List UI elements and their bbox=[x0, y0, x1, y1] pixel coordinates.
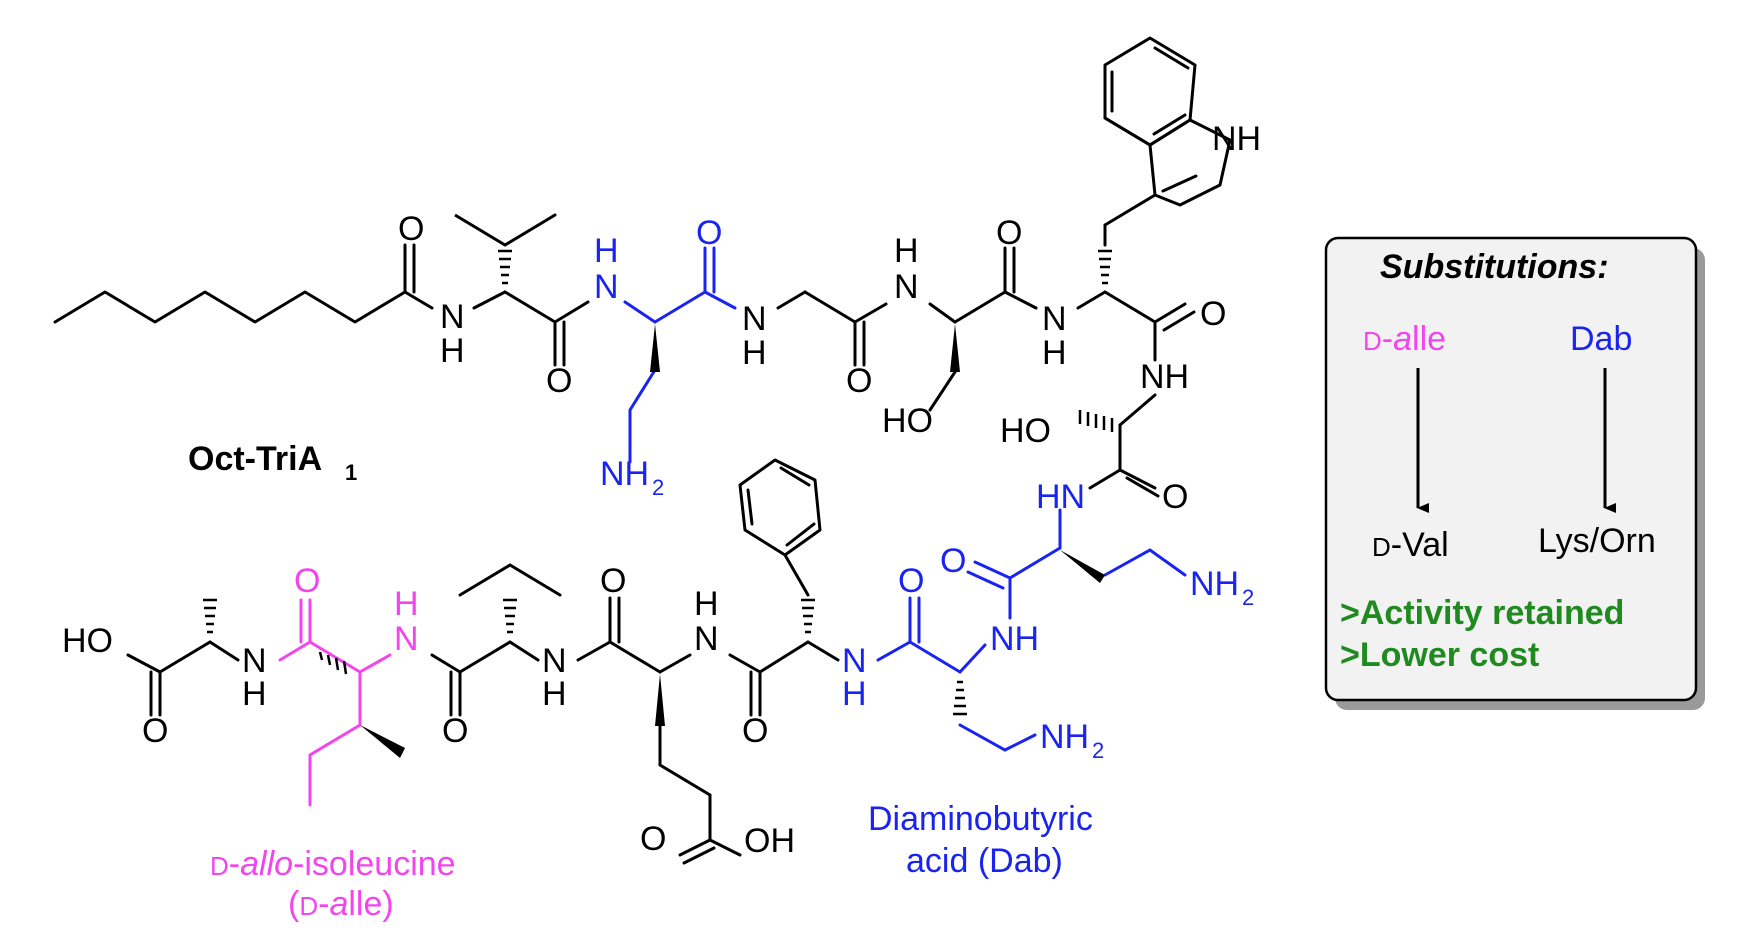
atom-o: O bbox=[442, 712, 468, 750]
atom-nh2-dab: NH bbox=[1190, 565, 1239, 603]
atom-o-dab: O bbox=[696, 214, 722, 252]
dab-wedge-top bbox=[650, 324, 660, 372]
atom-n: N bbox=[440, 298, 465, 336]
atom-nh2-sub: 2 bbox=[652, 475, 664, 500]
atom-ho: HO bbox=[882, 402, 933, 440]
atom-o: O bbox=[142, 712, 168, 750]
val-hash-wedge-bottom bbox=[503, 598, 517, 634]
atom-o: O bbox=[640, 820, 666, 858]
atom-h: H bbox=[894, 232, 919, 270]
atom-nh-indole: NH bbox=[1212, 120, 1261, 158]
panel-result-activity: >Activity retained bbox=[1340, 594, 1624, 632]
atom-o: O bbox=[742, 712, 768, 750]
atom-labels: O N H O H N O N H O H N O N H HO O NH NH… bbox=[62, 120, 1261, 860]
compound-name-text: Oct-TriA bbox=[188, 440, 322, 478]
atom-o: O bbox=[1200, 295, 1226, 333]
atom-o: O bbox=[846, 362, 872, 400]
glu-wedge bbox=[655, 674, 665, 726]
atom-h: H bbox=[242, 675, 267, 713]
panel-left-to: D-Val bbox=[1372, 526, 1449, 564]
dab-residue-bottom bbox=[876, 596, 1037, 752]
dab-ring-wedge bbox=[1060, 550, 1105, 583]
substitutions-panel: Substitutions: D-alle Dab D-Val Lys/Orn … bbox=[1324, 236, 1705, 710]
atom-o: O bbox=[996, 214, 1022, 252]
dalle-wedge bbox=[360, 725, 405, 758]
ala-residue bbox=[126, 640, 240, 717]
atom-ho: HO bbox=[1000, 412, 1051, 450]
phe-hash-wedge bbox=[801, 598, 815, 634]
panel-title: Substitutions: bbox=[1380, 248, 1609, 286]
atom-n-dalle: N bbox=[394, 620, 419, 658]
thr-residue bbox=[1088, 393, 1160, 498]
atom-o-dab: O bbox=[898, 562, 924, 600]
glu-residue bbox=[576, 596, 742, 865]
atom-n: N bbox=[1042, 300, 1067, 338]
atom-n: N bbox=[742, 300, 767, 338]
atom-n: N bbox=[242, 642, 267, 680]
ala-hash-wedge bbox=[203, 598, 217, 634]
dab-residue-top bbox=[623, 246, 737, 464]
dab-annotation: Diaminobutyric acid (Dab) bbox=[868, 800, 1093, 880]
atom-nh2-sub: 2 bbox=[1242, 585, 1254, 610]
ser-wedge bbox=[950, 324, 960, 372]
trp-residue bbox=[1076, 36, 1232, 362]
compound-name-subscript: 1 bbox=[345, 460, 357, 485]
panel-box bbox=[1324, 236, 1698, 702]
dab-annotation-line1: Diaminobutyric bbox=[868, 800, 1093, 838]
phe-residue bbox=[728, 458, 840, 717]
panel-right-from: Dab bbox=[1570, 320, 1632, 358]
atom-nh2-dab-top: NH bbox=[600, 455, 649, 493]
atom-h: H bbox=[440, 332, 465, 370]
atom-o-dab: O bbox=[940, 542, 966, 580]
val-residue-bottom bbox=[430, 563, 562, 717]
dalle-annotation: D-allo-isoleucine (D-alle) bbox=[210, 845, 456, 923]
panel-left-from: D-alle bbox=[1363, 320, 1446, 358]
atom-n: N bbox=[694, 620, 719, 658]
atom-o: O bbox=[398, 210, 424, 248]
compound-name: Oct-TriA 1 bbox=[188, 440, 357, 485]
gly-residue bbox=[776, 290, 888, 367]
atom-o: O bbox=[600, 562, 626, 600]
atom-oh: OH bbox=[744, 822, 795, 860]
panel-result-cost: >Lower cost bbox=[1340, 636, 1539, 674]
octanoyl-chain bbox=[53, 243, 434, 324]
atom-nh2-dab-bottom: NH bbox=[1040, 718, 1089, 756]
thr-hash-wedge bbox=[1078, 410, 1114, 432]
dalle-hash-wedge bbox=[318, 651, 348, 675]
atom-o: O bbox=[1162, 478, 1188, 516]
val-hash-wedge-top bbox=[498, 249, 512, 285]
atom-ho: HO bbox=[62, 622, 113, 660]
atom-nh: NH bbox=[1140, 358, 1189, 396]
val-residue-top bbox=[454, 213, 590, 367]
atom-h-dab: H bbox=[842, 675, 867, 713]
dalle-residue bbox=[278, 598, 392, 807]
atom-o: O bbox=[546, 362, 572, 400]
dalle-annotation-line2: (D-alle) bbox=[288, 885, 394, 923]
ser-residue bbox=[928, 246, 1038, 412]
dab-residue-ring bbox=[966, 508, 1187, 620]
atom-o-dalle: O bbox=[294, 562, 320, 600]
atom-hn-dab: HN bbox=[1036, 478, 1085, 516]
atom-h: H bbox=[694, 585, 719, 623]
dab-hash-wedge-bottom bbox=[953, 680, 967, 716]
atom-n: N bbox=[542, 642, 567, 680]
atom-n-dab: N bbox=[842, 642, 867, 680]
atom-n: N bbox=[894, 268, 919, 306]
atom-h-dab: H bbox=[594, 232, 619, 270]
atom-h: H bbox=[742, 334, 767, 372]
atom-nh2-sub: 2 bbox=[1092, 738, 1104, 763]
dab-annotation-line2: acid (Dab) bbox=[906, 842, 1063, 880]
atom-h-dalle: H bbox=[394, 585, 419, 623]
atom-h: H bbox=[1042, 334, 1067, 372]
atom-h: H bbox=[542, 675, 567, 713]
trp-hash-wedge bbox=[1098, 249, 1112, 285]
panel-right-to: Lys/Orn bbox=[1538, 522, 1656, 560]
atom-n-dab: N bbox=[594, 268, 619, 306]
dalle-annotation-line1: D-allo-isoleucine bbox=[210, 845, 456, 883]
atom-nh-dab: NH bbox=[990, 620, 1039, 658]
